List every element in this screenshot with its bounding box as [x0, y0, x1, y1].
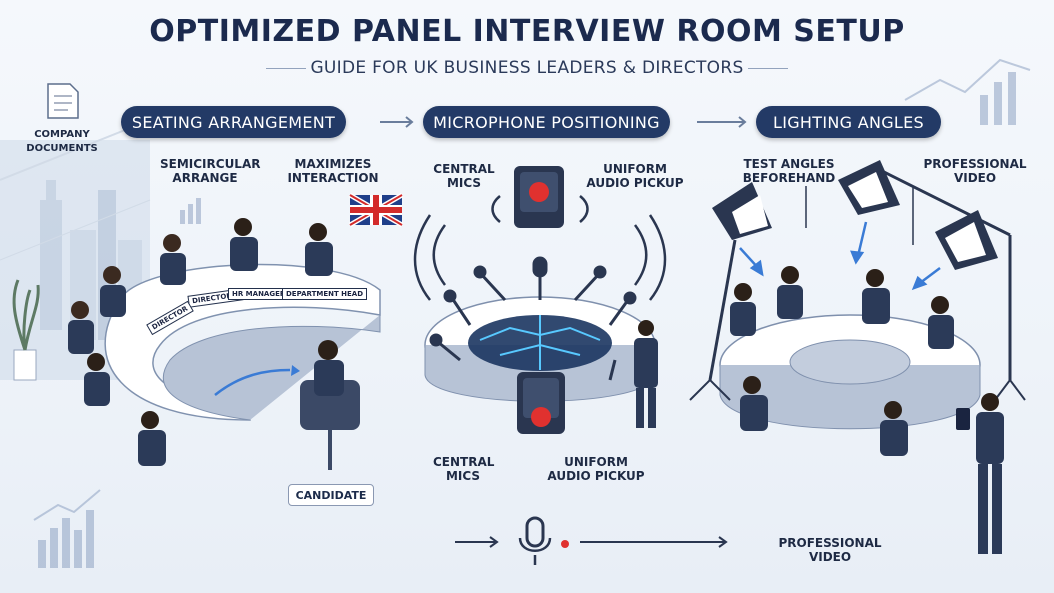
plant: [12, 279, 40, 381]
candidate-label: CANDIDATE: [288, 484, 374, 506]
page-title: OPTIMIZED PANEL INTERVIEW ROOM SETUP: [149, 14, 905, 49]
semicircular-label: SEMICIRCULAR ARRANGE: [160, 157, 261, 185]
recorder-bottom: [517, 372, 565, 434]
bottom-mic-flow: [455, 516, 728, 565]
section-label: MICROPHONE POSITIONING: [433, 112, 660, 132]
softbox-lights: [689, 160, 1026, 401]
section-microphone-positioning: MICROPHONE POSITIONING: [423, 106, 670, 138]
table-microphones: [429, 256, 637, 381]
nameplate-department-head: DEPARTMENT HEAD: [282, 288, 368, 300]
mic-table: [424, 296, 656, 402]
label-pointers: [805, 186, 914, 245]
central-mics-top-label: CENTRAL MICS: [433, 162, 495, 190]
lighting-panel: [730, 266, 954, 456]
standing-person: [634, 320, 658, 428]
document-icon: [47, 83, 79, 119]
uniform-audio-top-label: UNIFORM AUDIO PICKUP: [586, 162, 684, 190]
section-arrows: [380, 116, 747, 128]
central-mics-bottom-label: CENTRAL MICS: [433, 455, 495, 483]
interaction-arrow: [214, 368, 291, 396]
nameplate-hr-manager: HR MANAGER: [228, 288, 290, 300]
company-documents-label: COMPANY DOCUMENTS: [26, 129, 98, 154]
subtitle-rule-right: [748, 68, 788, 69]
sound-waves: [413, 195, 667, 301]
candidate-figure: [300, 340, 360, 470]
decor-charts: [33, 58, 1031, 568]
section-seating-arrangement: SEATING ARRANGEMENT: [121, 106, 346, 138]
videographer: [956, 393, 1004, 554]
section-lighting-angles: LIGHTING ANGLES: [756, 106, 941, 138]
test-angles-label: TEST ANGLES BEFOREHAND: [742, 157, 836, 185]
page-subtitle: GUIDE FOR UK BUSINESS LEADERS & DIRECTOR…: [310, 58, 744, 78]
section-label: SEATING ARRANGEMENT: [131, 112, 336, 132]
lighting-table: [719, 314, 981, 430]
uniform-audio-bottom-label: UNIFORM AUDIO PICKUP: [547, 455, 645, 483]
panel-members: [68, 218, 333, 466]
uk-flag: [348, 192, 404, 228]
subtitle-rule-left: [266, 68, 306, 69]
professional-video-bottom-label: PROFESSIONAL VIDEO: [778, 536, 882, 564]
professional-video-top-label: PROFESSIONAL VIDEO: [923, 157, 1027, 185]
light-arrows: [739, 221, 941, 291]
section-label: LIGHTING ANGLES: [773, 112, 924, 132]
recorder-top: [514, 166, 564, 228]
maximizes-interaction-label: MAXIMIZES INTERACTION: [287, 157, 379, 185]
